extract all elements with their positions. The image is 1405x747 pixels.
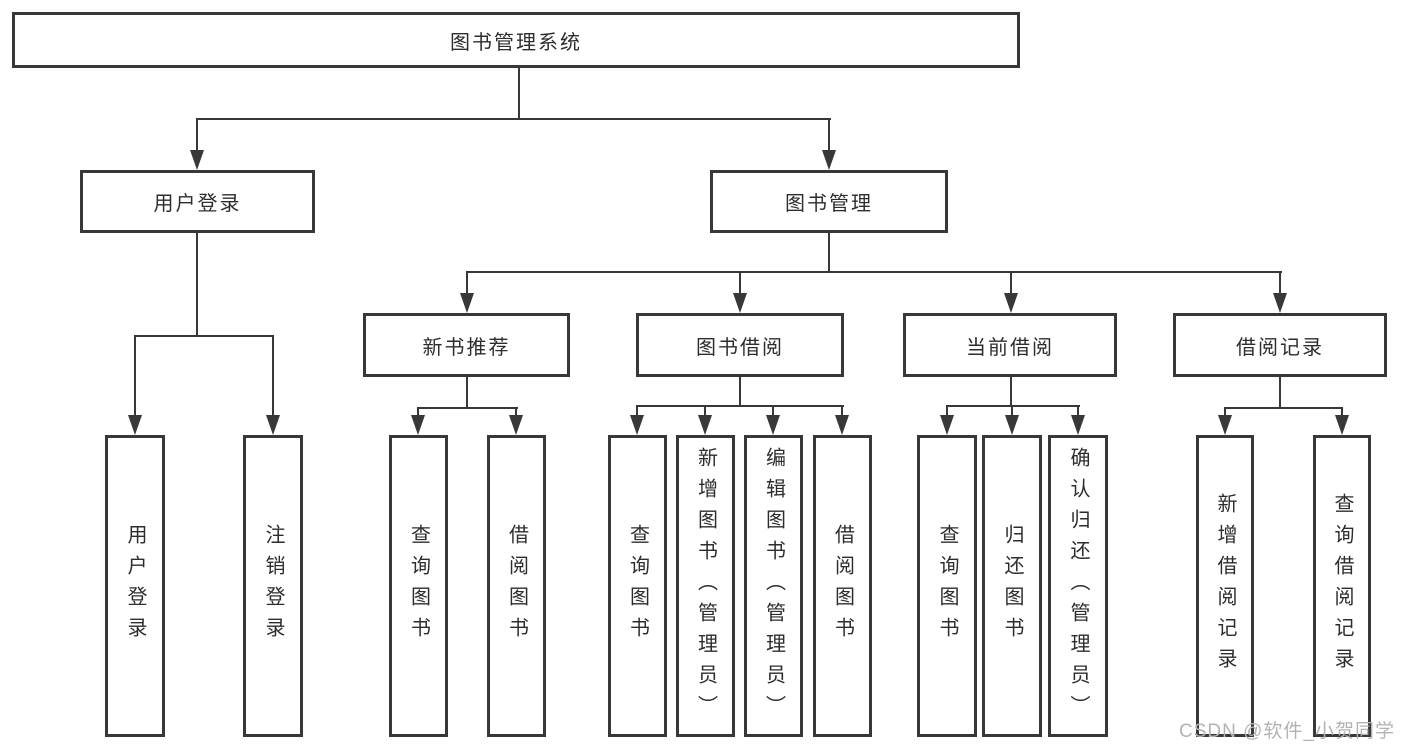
node-label: 图书管理	[785, 193, 873, 215]
connector-line	[1011, 405, 1013, 419]
arrowhead-down-icon	[1071, 415, 1085, 435]
arrowhead-down-icon	[411, 415, 425, 435]
leaf-logout: 注销登录	[243, 435, 303, 737]
node-label: 查询图书	[626, 524, 649, 648]
connector-line	[1341, 407, 1343, 419]
leaf-add-borrow-record: 新增借阅记录	[1196, 435, 1254, 737]
arrowhead-down-icon	[1005, 415, 1019, 435]
node-label: 用户登录	[153, 193, 242, 215]
node-label: 图书管理系统	[450, 31, 582, 54]
leaf-confirm-return-admin: 确认归还（管理员）	[1048, 435, 1108, 737]
leaf-user-login: 用户登录	[105, 435, 165, 737]
node-label: 编辑图书（管理员）	[762, 446, 785, 726]
connector-line	[636, 405, 638, 419]
node-label: 注销登录	[262, 524, 284, 648]
connector-line	[417, 407, 518, 409]
node-label: 借阅图书	[505, 524, 528, 648]
arrowhead-down-icon	[940, 415, 954, 435]
connector-line	[946, 405, 948, 419]
node-book-management: 图书管理	[710, 170, 948, 233]
connector-line	[196, 233, 198, 337]
leaf-edit-book-admin: 编辑图书（管理员）	[744, 435, 803, 737]
connector-line	[134, 335, 136, 419]
leaf-query-borrow-record: 查询借阅记录	[1313, 435, 1371, 737]
connector-line	[466, 271, 468, 297]
arrowhead-down-icon	[733, 293, 747, 313]
connector-line	[704, 405, 706, 419]
node-library-management-system: 图书管理系统	[12, 12, 1020, 68]
connector-line	[1010, 271, 1012, 297]
leaf-query-book-current: 查询图书	[917, 435, 977, 737]
connector-line	[1224, 407, 1226, 419]
node-label: 归还图书	[1001, 524, 1023, 648]
arrowhead-down-icon	[1273, 293, 1287, 313]
arrowhead-down-icon	[266, 415, 280, 435]
connector-line	[772, 405, 774, 419]
node-label: 新书推荐	[422, 336, 511, 359]
node-label: 借阅图书	[831, 524, 854, 648]
arrowhead-down-icon	[460, 293, 474, 313]
connector-line	[739, 377, 741, 407]
arrowhead-down-icon	[1004, 293, 1018, 313]
node-label: 确认归还（管理员）	[1067, 446, 1089, 726]
node-label: 图书借阅	[696, 336, 784, 359]
arrowhead-down-icon	[835, 415, 849, 435]
connector-line	[196, 118, 831, 120]
leaf-return-book: 归还图书	[982, 435, 1042, 737]
arrowhead-down-icon	[190, 150, 204, 170]
arrowhead-down-icon	[630, 415, 644, 435]
connector-line	[946, 405, 1080, 407]
arrowhead-down-icon	[128, 415, 142, 435]
connector-line	[828, 233, 830, 273]
node-label: 新增借阅记录	[1214, 493, 1236, 679]
leaf-query-book-recommend: 查询图书	[389, 435, 448, 737]
connector-line	[1224, 407, 1343, 409]
leaf-add-book-admin: 新增图书（管理员）	[676, 435, 735, 737]
node-label: 当前借阅	[966, 336, 1054, 359]
connector-line	[828, 118, 830, 152]
node-current-borrowing: 当前借阅	[903, 313, 1117, 377]
connector-line	[1077, 405, 1079, 419]
connector-line	[1010, 377, 1012, 407]
node-label: 用户登录	[124, 524, 146, 648]
arrowhead-down-icon	[1218, 415, 1232, 435]
connector-line	[739, 271, 741, 297]
leaf-borrow-book-borrowing: 借阅图书	[813, 435, 872, 737]
connector-line	[417, 407, 419, 419]
arrowhead-down-icon	[822, 150, 836, 170]
node-label: 查询借阅记录	[1331, 493, 1353, 679]
arrowhead-down-icon	[698, 415, 712, 435]
node-book-borrowing: 图书借阅	[636, 313, 844, 377]
node-label: 新增图书（管理员）	[694, 446, 717, 726]
connector-line	[636, 405, 844, 407]
connector-line	[515, 407, 517, 419]
leaf-query-book-borrowing: 查询图书	[608, 435, 667, 737]
connector-line	[1279, 377, 1281, 409]
arrowhead-down-icon	[1335, 415, 1349, 435]
node-label: 查询图书	[936, 524, 958, 648]
arrowhead-down-icon	[509, 415, 523, 435]
csdn-watermark: CSDN @软件_小贺同学	[1179, 721, 1395, 742]
arrowhead-down-icon	[766, 415, 780, 435]
leaf-borrow-book-recommend: 借阅图书	[487, 435, 546, 737]
connector-line	[272, 335, 274, 419]
connector-line	[466, 271, 1282, 273]
connector-line	[518, 68, 520, 120]
node-borrowing-records: 借阅记录	[1173, 313, 1387, 377]
connector-line	[1279, 271, 1281, 297]
connector-line	[841, 405, 843, 419]
node-new-book-recommend: 新书推荐	[363, 313, 570, 377]
connector-line	[196, 118, 198, 152]
node-label: 查询图书	[407, 524, 430, 648]
node-label: 借阅记录	[1236, 336, 1324, 359]
node-user-login: 用户登录	[80, 170, 315, 233]
connector-line	[134, 335, 274, 337]
connector-line	[466, 377, 468, 409]
